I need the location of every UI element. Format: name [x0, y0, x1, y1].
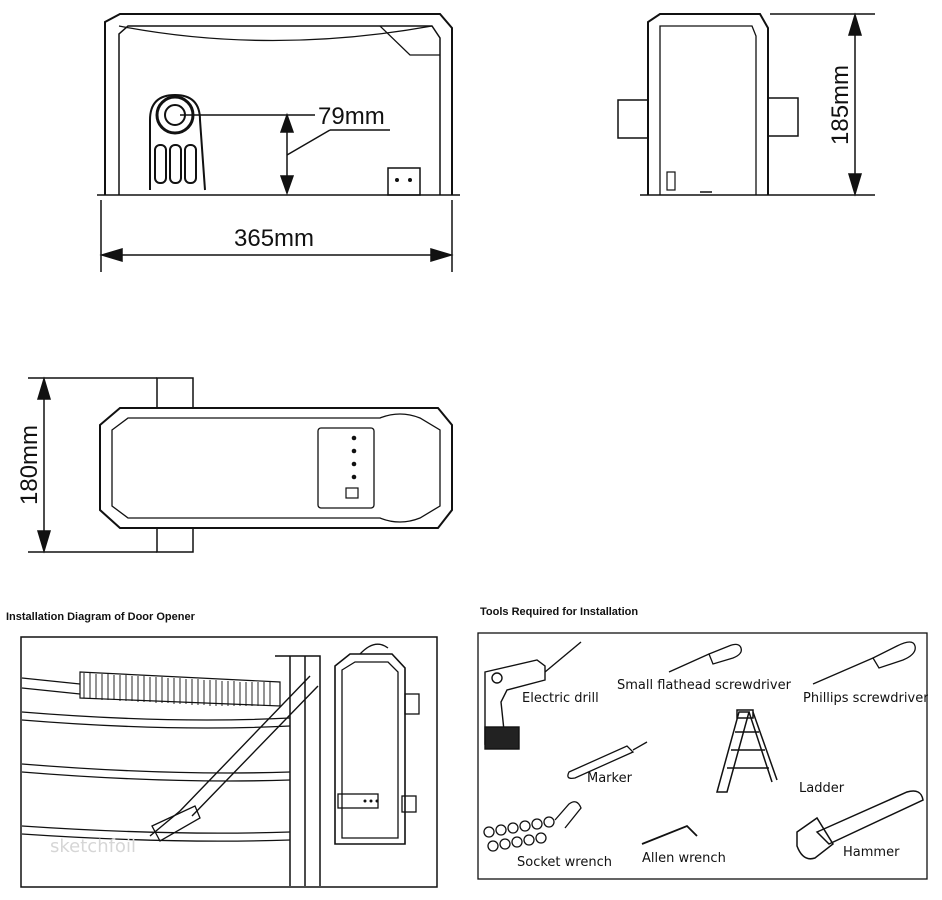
installation-diagram: sketchfoil: [20, 636, 438, 888]
phillips-screwdriver-icon: [812, 641, 916, 685]
flathead-screwdriver-icon: [668, 643, 742, 673]
installation-diagram-title: Installation Diagram of Door Opener: [6, 611, 195, 623]
depth-label: 180mm: [16, 425, 43, 505]
front-housing-outline: [104, 13, 453, 195]
support-arm: [149, 675, 319, 837]
tool-label-socket-wrench: Socket wrench: [517, 855, 612, 870]
opener-body: [334, 653, 406, 845]
tool-label-electric-drill: Electric drill: [522, 691, 599, 706]
watermark: sketchfoil: [50, 836, 136, 857]
tool-label-ladder: Ladder: [799, 781, 845, 796]
control-panel: [317, 427, 375, 509]
tool-label-phillips-screwdriver: Phillips screwdriver: [803, 691, 928, 706]
tools-panel: Electric drill Small flathead screwdrive…: [477, 632, 928, 880]
tool-label-marker: Marker: [587, 771, 633, 786]
torsion-spring: [79, 671, 281, 707]
side-view-drawing: [617, 13, 799, 196]
socket-wrench-icon: [483, 801, 582, 852]
top-view-drawing: 180mm: [16, 376, 453, 554]
ladder-icon: [716, 709, 778, 793]
front-view-drawing: 79mm 365mm 185mm: [97, 12, 875, 272]
width-label: 365mm: [234, 225, 314, 252]
shaft-height-label: 79mm: [318, 103, 385, 130]
marker-icon: [567, 741, 648, 780]
tools-title: Tools Required for Installation: [480, 606, 639, 618]
hammer-icon: [796, 790, 924, 860]
tool-label-flathead-screwdriver: Small flathead screwdriver: [617, 678, 792, 693]
tool-label-hammer: Hammer: [843, 845, 900, 860]
electric-drill-icon: [484, 641, 582, 750]
tool-label-allen-wrench: Allen wrench: [642, 851, 726, 866]
allen-wrench-icon: [641, 824, 698, 845]
top-housing-outline: [99, 407, 453, 529]
height-label: 185mm: [827, 65, 854, 145]
